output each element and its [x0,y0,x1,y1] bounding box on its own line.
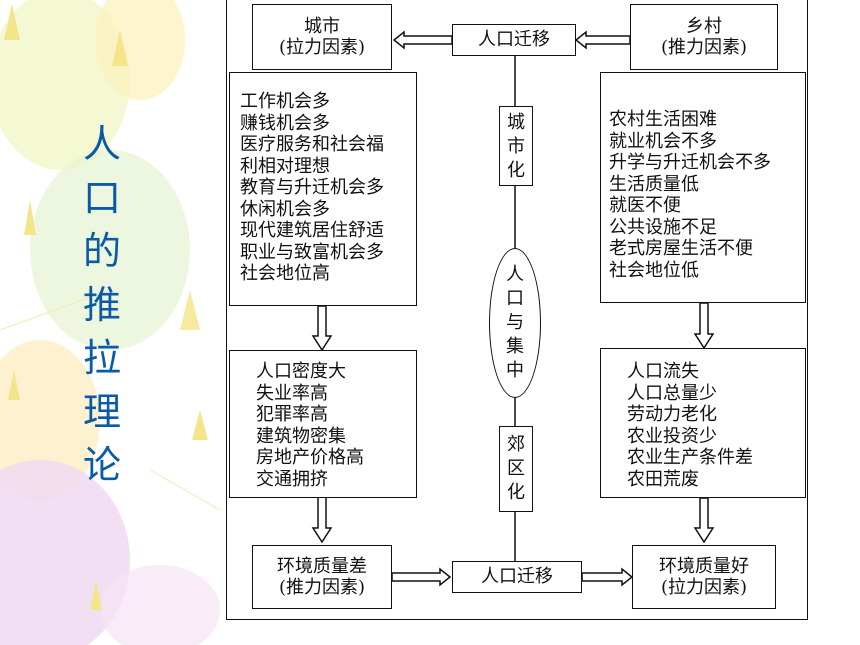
suburbanization-char: 区 [507,458,525,479]
arrow-right-bottom-2 [581,567,634,587]
list-item: 工作机会多 [240,91,330,112]
list-item: 利相对理想 [240,155,330,177]
list-item: 休闲机会多 [240,198,330,220]
rural-box: 乡村 (推力因素) [630,4,778,70]
list-item: 升学与升迁机会不多 [609,152,771,173]
env-good-factor-label: (拉力因素) [660,577,748,598]
list-item: 生活质量低 [609,173,699,195]
rural-push-box: 农村生活困难 就业机会不多 升学与升迁机会不多 生活质量低 就医不便 公共设施不… [600,72,806,303]
migration-top-box: 人口迁移 [452,24,576,56]
side-title: 人 口 的 推 拉 理 论 [72,118,132,493]
city-label: 城市 [304,15,340,37]
list-item: 农业投资少 [627,425,717,447]
concentration-char: 集 [506,336,524,357]
migration-top-label: 人口迁移 [478,29,550,51]
list-item: 农业生产条件差 [627,447,753,468]
list-item: 建筑物密集 [256,425,346,447]
rural-results-box: 人口流失 人口总量少 劳动力老化 农业投资少 农业生产条件差 农田荒废 [600,348,806,498]
diagram-frame [226,0,808,620]
list-item: 农村生活困难 [609,109,717,130]
concentration-ellipse: 人 口 与 集 中 [489,248,541,398]
list-item: 职业与致富机会多 [240,241,384,263]
list-item: 人口密度大 [256,361,346,382]
arrow-down-right-1 [693,302,715,350]
arrow-down-left-1 [311,305,333,352]
urbanization-char: 城 [507,112,525,133]
concentration-char: 中 [506,360,524,381]
side-title-char: 人 [82,122,121,166]
list-item: 就业机会不多 [609,130,717,152]
list-item: 交通拥挤 [256,468,328,490]
env-good-label: 环境质量好 [659,555,749,577]
env-good-box: 环境质量好 (拉力因素) [632,545,776,609]
list-item: 劳动力老化 [627,404,717,425]
city-box: 城市 (拉力因素) [252,4,392,70]
list-item: 社会地位高 [240,263,330,284]
list-item: 教育与升迁机会多 [240,177,384,198]
concentration-char: 与 [506,312,524,333]
list-item: 就医不便 [609,195,681,216]
concentration-char: 人 [506,264,524,285]
arrow-left-top [392,30,453,50]
list-item: 人口流失 [627,361,699,382]
env-poor-factor-label: (推力因素) [278,577,366,598]
urbanization-box: 城 市 化 [499,106,533,186]
list-item: 老式房屋生活不便 [609,238,753,259]
city-factor-label: (拉力因素) [278,37,366,58]
migration-bottom-label: 人口迁移 [481,566,553,588]
list-item: 农田荒废 [627,468,699,490]
city-pull-box: 工作机会多 赚钱机会多 医疗服务和社会福 利相对理想 教育与升迁机会多 休闲机会… [229,72,417,306]
list-item: 犯罪率高 [256,404,328,425]
side-title-char: 的 [82,229,121,273]
suburbanization-char: 化 [507,482,525,503]
list-item: 医疗服务和社会福 [240,134,384,155]
arrow-down-left-2 [311,496,333,544]
env-poor-label: 环境质量差 [277,555,367,577]
side-title-char: 口 [82,175,121,220]
suburbanization-box: 郊 区 化 [499,426,533,512]
side-title-char: 推 [82,282,121,327]
rural-label: 乡村 [686,15,722,37]
side-title-char: 论 [82,443,121,487]
urbanization-char: 市 [507,136,525,157]
list-item: 公共设施不足 [609,216,717,238]
city-problems-box: 人口密度大 失业率高 犯罪率高 建筑物密集 房地产价格高 交通拥挤 [229,350,417,498]
urbanization-char: 化 [507,160,525,181]
list-item: 社会地位低 [609,259,699,281]
side-title-char: 拉 [82,336,121,380]
arrow-left-top-2 [574,30,631,50]
arrow-right-bottom [391,567,452,587]
rural-factor-label: (推力因素) [660,37,748,58]
concentration-char: 口 [506,288,524,309]
list-item: 人口总量少 [627,382,717,404]
list-item: 失业率高 [256,382,328,404]
arrow-down-right-2 [693,497,715,544]
migration-bottom-box: 人口迁移 [452,561,582,593]
suburbanization-char: 郊 [507,434,525,455]
list-item: 赚钱机会多 [240,112,330,134]
env-poor-box: 环境质量差 (推力因素) [252,545,392,609]
side-title-char: 理 [82,389,121,434]
list-item: 房地产价格高 [256,447,364,468]
list-item: 现代建筑居住舒适 [240,220,384,241]
